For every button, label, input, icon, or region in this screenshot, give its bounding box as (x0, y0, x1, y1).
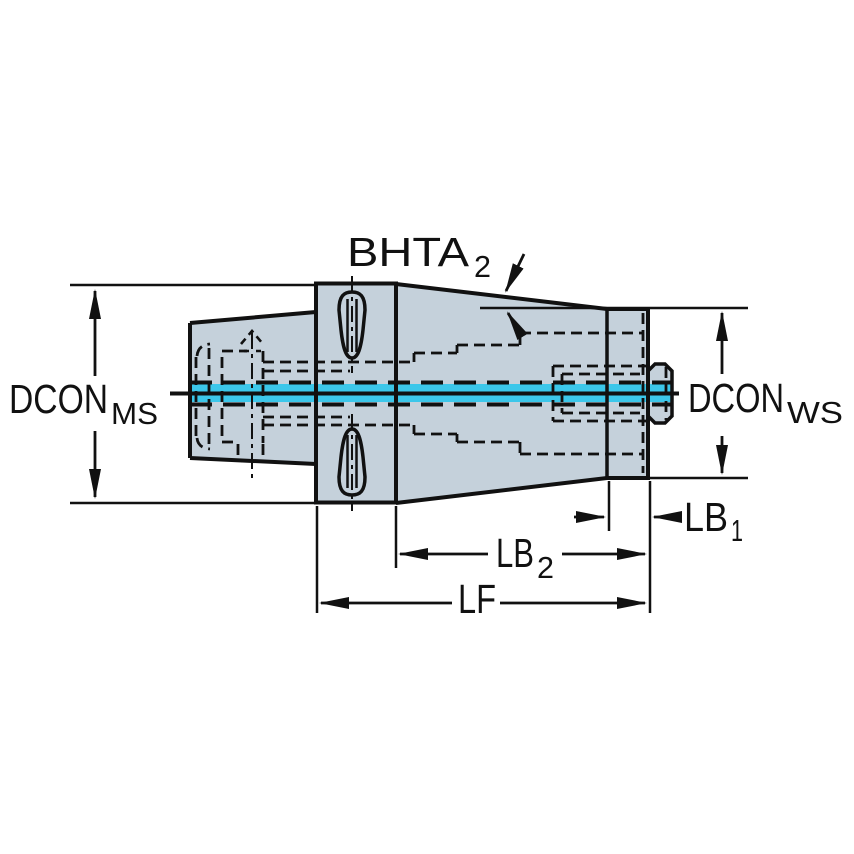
bhta2-label-sub: 2 (474, 249, 491, 284)
bhta2-label: BHTA (347, 229, 470, 275)
dim-dcon-ms: DCON MS (9, 283, 316, 505)
internal-features (194, 313, 668, 478)
dcon-ws-label: DCON (688, 375, 784, 421)
cavity-arrow-detail (240, 328, 264, 345)
dim-dcon-ws: DCON WS (480, 306, 843, 480)
dim-bhta2: BHTA 2 (347, 229, 528, 341)
dcon-ms-label: DCON (9, 376, 108, 422)
bottom-slot (337, 427, 367, 497)
flange-slots (337, 276, 367, 511)
lb1-label: LB (684, 494, 728, 540)
dcon-ms-label-sub: MS (111, 396, 158, 431)
bhta2-arrow-upper (504, 253, 526, 293)
bhta2-arrow-lower (506, 311, 528, 341)
dim-lf: LF (315, 506, 647, 622)
dim-lb2: LB 2 (394, 506, 647, 585)
lb2-label: LB (496, 530, 534, 576)
dim-lb1: LB 1 (574, 481, 743, 613)
body-outlines (188, 281, 674, 505)
lb1-label-sub: 1 (731, 513, 743, 548)
axis-stripe (170, 380, 679, 407)
dcon-ws-label-sub: WS (787, 395, 843, 430)
lf-label: LF (458, 576, 496, 622)
lb2-label-sub: 2 (537, 550, 554, 585)
top-slot (337, 290, 367, 360)
